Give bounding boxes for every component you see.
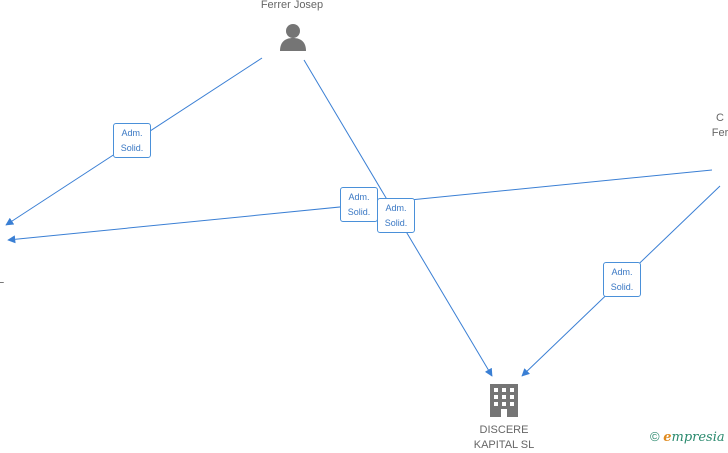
node-label-line1: DISCERE (479, 424, 529, 436)
edge-label-adm-solid[interactable]: Adm. Solid. (603, 262, 641, 297)
node-label-left-company[interactable]: L (0, 273, 10, 288)
edge-label-adm-solid[interactable]: Adm. Solid. (377, 198, 415, 233)
node-label-ferrer-josep[interactable]: Ferrer Josep (260, 0, 324, 11)
edge-label-adm-solid[interactable]: Adm. Solid. (113, 123, 151, 158)
person-icon[interactable] (280, 24, 306, 51)
brand-logo: empresia (663, 430, 725, 445)
node-label-discere-kapital[interactable]: DISCERE KAPITAL SL (454, 423, 554, 453)
node-label-line2: Fer (711, 127, 728, 139)
edge-label-adm-solid[interactable]: Adm. Solid. (340, 187, 378, 222)
empresia-watermark: © empresia (650, 429, 725, 445)
building-icon[interactable] (490, 384, 518, 417)
node-label-line1: C (716, 112, 724, 124)
node-label-right-person[interactable]: C Fer (700, 111, 728, 141)
node-label-line2: KAPITAL SL (473, 439, 535, 451)
copyright-icon: © (650, 429, 660, 444)
node-label-line2: L (0, 274, 5, 286)
